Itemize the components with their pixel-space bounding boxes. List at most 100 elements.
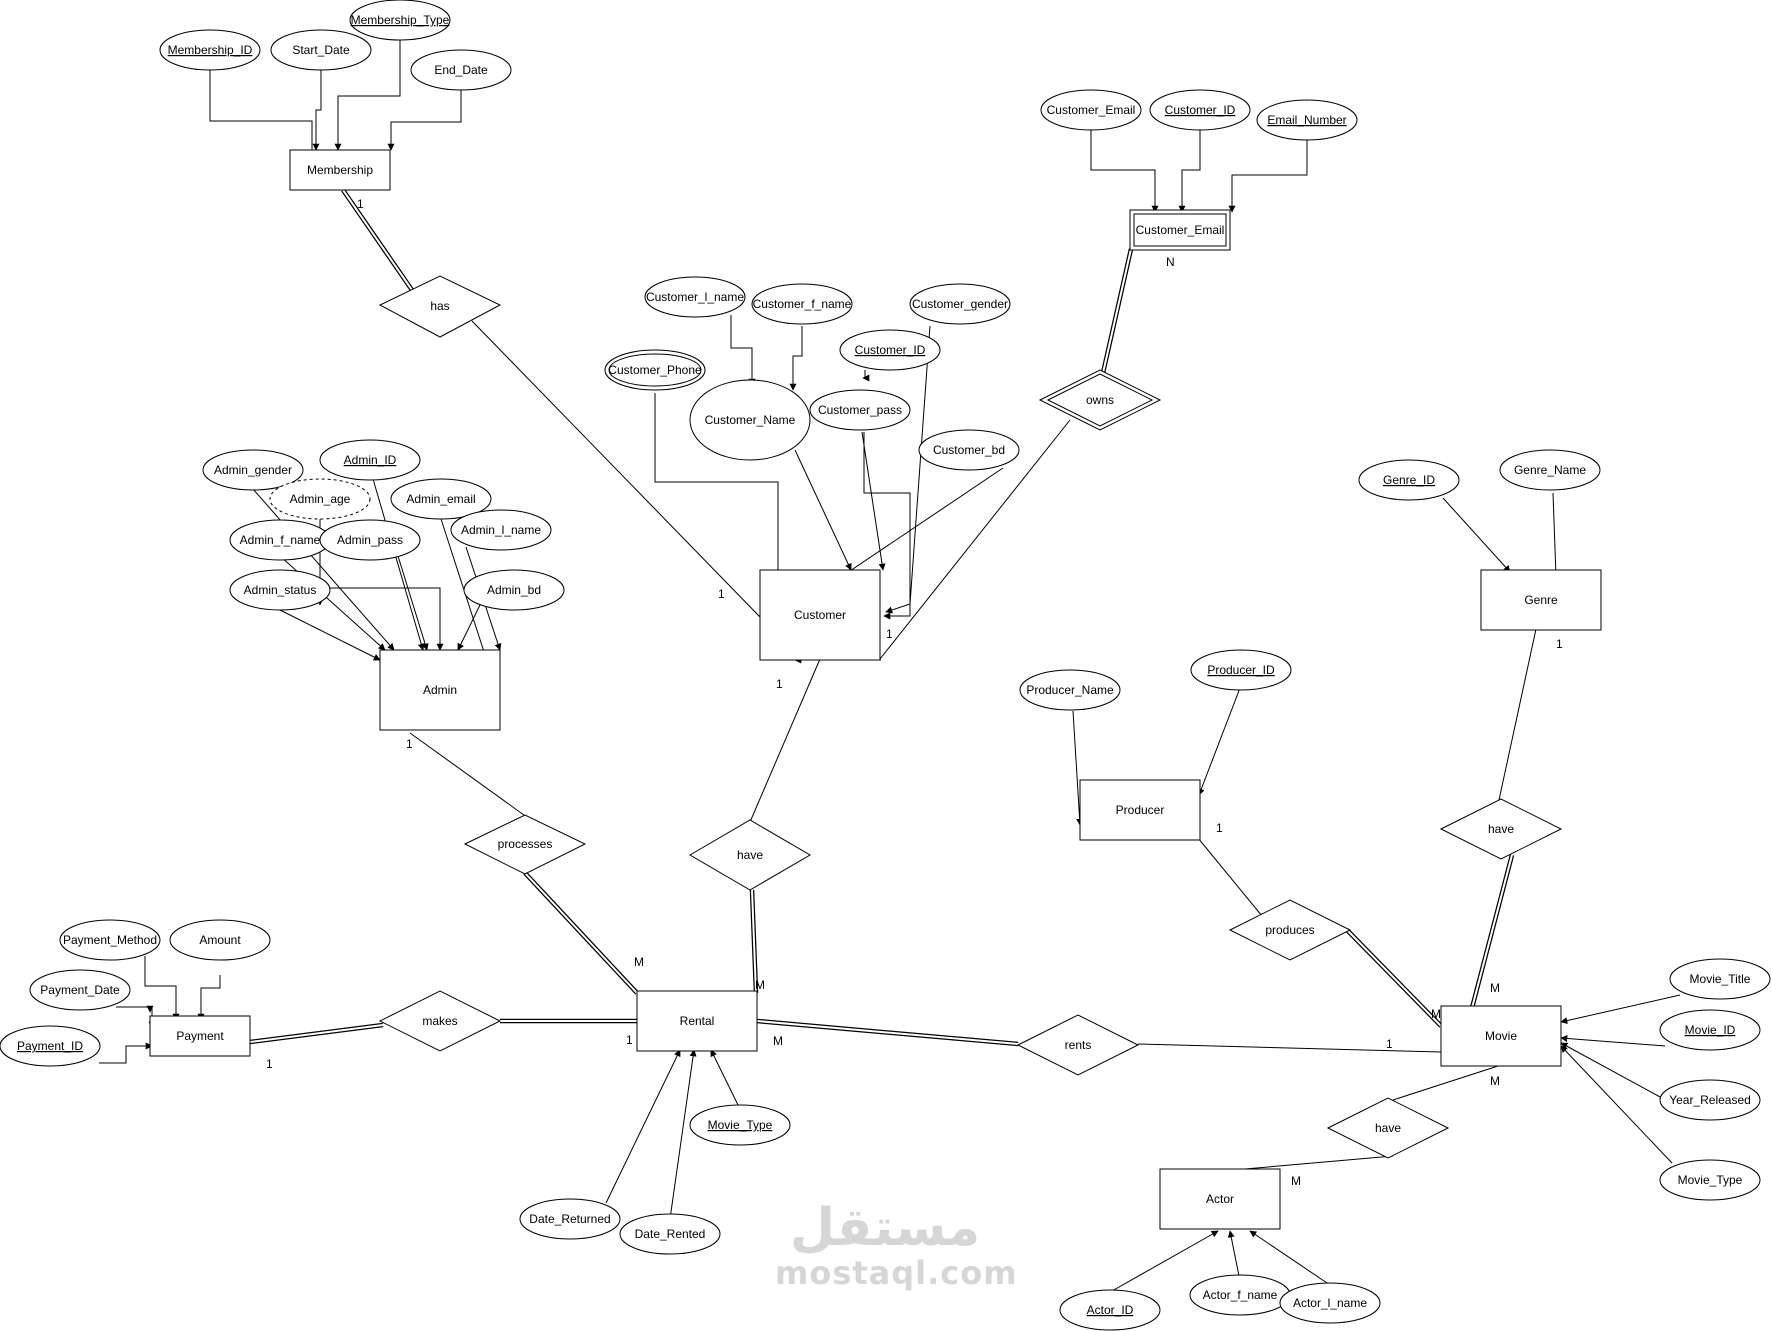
cardinality-label: N xyxy=(1166,255,1175,269)
entity-actor[interactable]: Actor xyxy=(1159,1168,1281,1230)
attribute-label: Movie_ID xyxy=(1685,1023,1736,1037)
cardinality-label: 1 xyxy=(357,197,364,211)
entity-label: Membership xyxy=(307,163,373,177)
relationship-have-movie-actor[interactable]: have xyxy=(1326,1097,1450,1159)
attribute-start-date[interactable]: Start_Date xyxy=(270,29,372,71)
entity-label: Customer_Email xyxy=(1136,223,1225,237)
attribute-admin-l-name[interactable]: Admin_l_name xyxy=(450,509,552,551)
attribute-movie-type-rental[interactable]: Movie_Type xyxy=(689,1104,791,1146)
attribute-date-rented[interactable]: Date_Rented xyxy=(619,1213,721,1255)
entity-payment[interactable]: Payment xyxy=(149,1015,251,1057)
attribute-admin-email[interactable]: Admin_email xyxy=(390,478,492,520)
attribute-payment-date[interactable]: Payment_Date xyxy=(29,969,131,1011)
attribute-label: Movie_Type xyxy=(1678,1173,1743,1187)
attribute-actor-l-name[interactable]: Actor_l_name xyxy=(1279,1282,1381,1324)
attribute-label: Date_Returned xyxy=(529,1212,610,1226)
attribute-movie-id[interactable]: Movie_ID xyxy=(1659,1009,1761,1051)
entity-customer-email[interactable]: Customer_Email xyxy=(1129,209,1231,251)
attribute-label: Admin_l_name xyxy=(461,523,541,537)
attribute-customer-f-name[interactable]: Customer_f_name xyxy=(751,283,853,325)
entity-label: Admin xyxy=(423,683,457,697)
entity-membership[interactable]: Membership xyxy=(289,149,391,191)
entity-label: Genre xyxy=(1524,593,1558,607)
attribute-movie-title[interactable]: Movie_Title xyxy=(1669,958,1771,1000)
cardinality-label: M xyxy=(1490,1074,1500,1088)
relationship-rents[interactable]: rents xyxy=(1016,1014,1140,1076)
attribute-label: Actor_l_name xyxy=(1293,1296,1367,1310)
cardinality-label: M xyxy=(1431,1007,1441,1021)
attribute-actor-id[interactable]: Actor_ID xyxy=(1059,1289,1161,1331)
cardinality-label: M xyxy=(634,955,644,969)
attribute-label: Actor_f_name xyxy=(1203,1288,1278,1302)
attribute-label: Payment_ID xyxy=(17,1039,83,1053)
attribute-label: Admin_f_name xyxy=(240,533,321,547)
entity-genre[interactable]: Genre xyxy=(1480,569,1602,631)
attribute-amount[interactable]: Amount xyxy=(169,919,271,961)
attribute-genre-name[interactable]: Genre_Name xyxy=(1499,449,1601,491)
entity-rental[interactable]: Rental xyxy=(636,990,758,1052)
entity-customer[interactable]: Customer xyxy=(759,569,881,661)
attribute-end-date[interactable]: End_Date xyxy=(410,49,512,91)
attribute-admin-age[interactable]: Admin_age xyxy=(269,478,371,520)
relationship-owns[interactable]: owns xyxy=(1038,369,1162,431)
attribute-admin-status[interactable]: Admin_status xyxy=(229,569,331,611)
attribute-customer-name[interactable]: Customer_Name xyxy=(689,379,811,461)
relationship-label: has xyxy=(430,299,449,313)
attribute-date-returned[interactable]: Date_Returned xyxy=(519,1198,621,1240)
attribute-label: Genre_Name xyxy=(1514,463,1586,477)
attribute-label: Customer_gender xyxy=(912,297,1008,311)
relationships: has owns processes have have produces ma… xyxy=(378,275,1563,1159)
attribute-membership-type[interactable]: Membership_Type xyxy=(349,0,451,41)
attribute-customer-bd[interactable]: Customer_bd xyxy=(918,429,1020,471)
relationship-processes[interactable]: processes xyxy=(463,814,587,875)
relationship-makes[interactable]: makes xyxy=(378,990,502,1052)
attribute-actor-f-name[interactable]: Actor_f_name xyxy=(1189,1274,1291,1316)
cardinality-label: 1 xyxy=(626,1033,633,1047)
entity-movie[interactable]: Movie xyxy=(1440,1005,1562,1067)
entity-admin[interactable]: Admin xyxy=(379,649,501,731)
attribute-label: Producer_Name xyxy=(1026,683,1114,697)
relationship-has[interactable]: has xyxy=(378,275,502,338)
attribute-movie-type[interactable]: Movie_Type xyxy=(1659,1159,1761,1201)
entity-label: Actor xyxy=(1206,1192,1234,1206)
attribute-email-number[interactable]: Email_Number xyxy=(1256,99,1358,141)
attribute-label: Customer_Email xyxy=(1047,103,1136,117)
attribute-customer-pass[interactable]: Customer_pass xyxy=(809,389,911,431)
relationship-label: makes xyxy=(422,1014,457,1028)
cardinality-label: 1 xyxy=(1386,1037,1393,1051)
attribute-label: Movie_Type xyxy=(708,1118,773,1132)
attribute-payment-id[interactable]: Payment_ID xyxy=(0,1025,101,1067)
attribute-customer-id[interactable]: Customer_ID xyxy=(839,329,941,371)
cardinality-label: 1 xyxy=(886,627,893,641)
cardinality-label: M xyxy=(1490,981,1500,995)
attribute-label: Email_Number xyxy=(1267,113,1346,127)
attribute-customer-id-email[interactable]: Customer_ID xyxy=(1149,89,1251,131)
attribute-label: Admin_age xyxy=(290,492,351,506)
attribute-label: Customer_ID xyxy=(855,343,926,357)
attribute-genre-id[interactable]: Genre_ID xyxy=(1358,459,1460,501)
attribute-payment-method[interactable]: Payment_Method xyxy=(59,919,161,961)
attribute-membership-id[interactable]: Membership_ID xyxy=(159,29,261,71)
attribute-producer-name[interactable]: Producer_Name xyxy=(1019,669,1121,711)
attribute-label: Admin_pass xyxy=(337,533,403,547)
attribute-producer-id[interactable]: Producer_ID xyxy=(1190,649,1292,691)
attribute-admin-id[interactable]: Admin_ID xyxy=(319,439,421,481)
entities: Membership Customer_Email Customer Admin… xyxy=(149,149,1602,1230)
attribute-admin-gender[interactable]: Admin_gender xyxy=(202,449,304,491)
attribute-admin-bd[interactable]: Admin_bd xyxy=(463,569,565,611)
attribute-admin-f-name[interactable]: Admin_f_name xyxy=(229,519,331,561)
relationship-have-genre-movie[interactable]: have xyxy=(1439,798,1563,860)
attribute-year-released[interactable]: Year_Released xyxy=(1659,1079,1761,1121)
entity-producer[interactable]: Producer xyxy=(1079,779,1201,841)
relationship-have-customer-rental[interactable]: have xyxy=(689,819,811,891)
attribute-label: Admin_gender xyxy=(214,463,292,477)
attribute-customer-email[interactable]: Customer_Email xyxy=(1040,89,1142,131)
cardinality-label: 1 xyxy=(776,677,783,691)
entity-label: Customer xyxy=(794,608,846,622)
relationship-produces[interactable]: produces xyxy=(1228,899,1352,961)
connectors xyxy=(99,38,1681,1292)
attribute-customer-l-name[interactable]: Customer_l_name xyxy=(644,276,746,318)
attribute-customer-phone[interactable]: Customer_Phone xyxy=(604,349,706,391)
attribute-admin-pass[interactable]: Admin_pass xyxy=(319,519,421,561)
attribute-customer-gender[interactable]: Customer_gender xyxy=(909,283,1011,325)
